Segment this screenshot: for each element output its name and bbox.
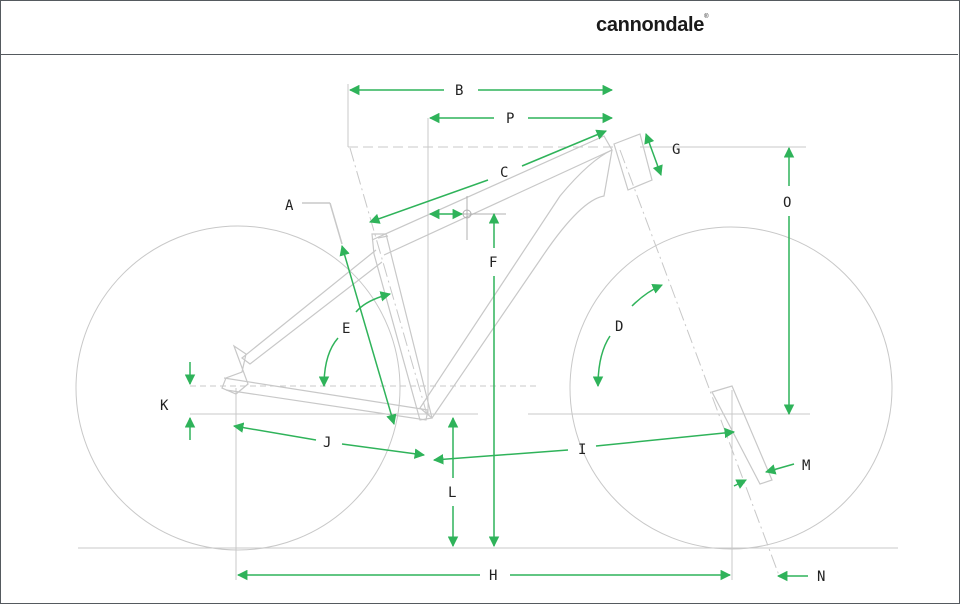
dim-C-upper [521, 129, 607, 167]
dim-M-small [733, 479, 747, 489]
dim-E-arc-bottom [318, 337, 339, 388]
label-J: J [323, 435, 331, 451]
brand-logo[interactable]: cannondale® [596, 14, 709, 37]
fork-lower [711, 385, 773, 485]
label-G: G [672, 142, 680, 158]
rear-wheel [75, 225, 401, 551]
label-F: F [489, 255, 497, 271]
label-B: B [455, 83, 463, 99]
header-bar: cannondale® [0, 0, 958, 55]
dim-M [764, 463, 795, 475]
bike-frame [221, 133, 773, 485]
trademark-symbol: ® [704, 14, 709, 20]
label-C: C [500, 165, 508, 181]
dim-D-arc-bottom [592, 335, 611, 388]
head-angle-line [619, 149, 781, 579]
front-wheel [569, 226, 893, 550]
label-O: O [783, 195, 791, 211]
dimension-lines [184, 84, 808, 582]
bike-geometry-diagram: B P C G A O F E D K J I M L H N [75, 83, 898, 585]
dim-A [339, 244, 397, 426]
dim-I-left [432, 449, 569, 465]
label-A: A [285, 198, 294, 214]
seat-stay [241, 249, 383, 365]
dim-I-right [595, 427, 736, 447]
dim-E-arc-top [355, 291, 392, 313]
dim-J-left [232, 422, 317, 441]
dimension-labels: B P C G A O F E D K J I M L H N [160, 83, 825, 585]
label-D: D [615, 319, 623, 335]
brand-logo-text: cannondale [596, 14, 705, 36]
label-H: H [489, 568, 497, 584]
reference-lines [78, 84, 898, 580]
top-tube [371, 135, 613, 256]
wheels [75, 225, 893, 551]
dim-D-arc-top [631, 283, 663, 307]
down-tube [419, 149, 613, 419]
label-I: I [578, 442, 586, 458]
label-N: N [817, 569, 825, 585]
seat-tube-inner [377, 235, 389, 239]
head-tube [613, 133, 653, 191]
label-K: K [160, 398, 169, 414]
label-E: E [342, 321, 350, 337]
label-L: L [448, 485, 456, 501]
dim-G [644, 133, 663, 176]
label-M: M [802, 458, 810, 474]
dim-C-lower [369, 179, 489, 224]
dropout [221, 344, 249, 395]
dim-A-leader-diag [329, 202, 343, 245]
dim-J-right [341, 443, 426, 459]
seat-angle-line [349, 147, 429, 419]
label-P: P [506, 111, 514, 127]
chain-stay [223, 377, 429, 421]
